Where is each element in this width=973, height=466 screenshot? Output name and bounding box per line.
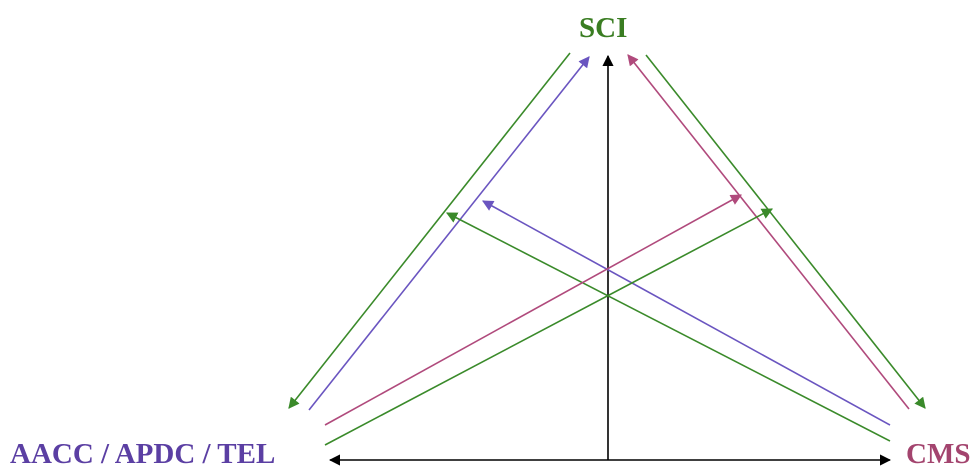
node-label-cms: CMS xyxy=(906,438,971,466)
node-label-aacc-apdc-tel: AACC / APDC / TEL xyxy=(10,438,276,466)
arrow-right-to-left-purple xyxy=(482,200,891,426)
node-label-sci: SCI xyxy=(579,12,628,44)
arrow-sci-to-right-green xyxy=(645,54,926,409)
arrow-sci-to-left-green xyxy=(288,52,571,409)
arrow-right-to-left-green xyxy=(446,212,891,442)
arrow-left-to-sci-purple xyxy=(308,56,590,411)
arrow-left-to-right-pink xyxy=(324,194,742,426)
arrow-left-to-right-green xyxy=(324,208,773,446)
arrow-right-to-sci-pink xyxy=(627,54,910,410)
